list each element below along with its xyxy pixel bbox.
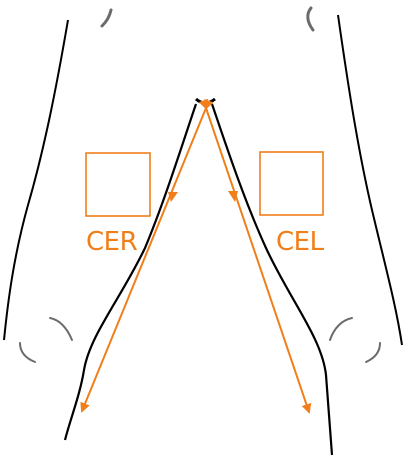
measurement-arrow-right xyxy=(206,108,309,412)
knee-mark-right-upper xyxy=(330,318,352,340)
torso-outline-right xyxy=(338,15,402,345)
midpoint-arrowhead-left xyxy=(168,192,178,202)
knee-mark-left-lower xyxy=(20,343,35,362)
knee-mark-right-lower xyxy=(366,343,380,362)
torso-outline-left xyxy=(4,20,68,340)
label-cer: CER xyxy=(86,227,138,257)
inner-leg-outline-right xyxy=(212,104,332,455)
joint-mark-top-left xyxy=(102,10,111,26)
crotch-arc xyxy=(196,99,215,103)
label-cel: CEL xyxy=(276,227,325,257)
knee-mark-left-upper xyxy=(50,318,72,340)
electrode-box-right xyxy=(86,153,150,216)
electrode-box-left xyxy=(260,152,323,215)
inner-leg-outline-left xyxy=(65,104,196,440)
joint-mark-top-right xyxy=(308,8,313,30)
